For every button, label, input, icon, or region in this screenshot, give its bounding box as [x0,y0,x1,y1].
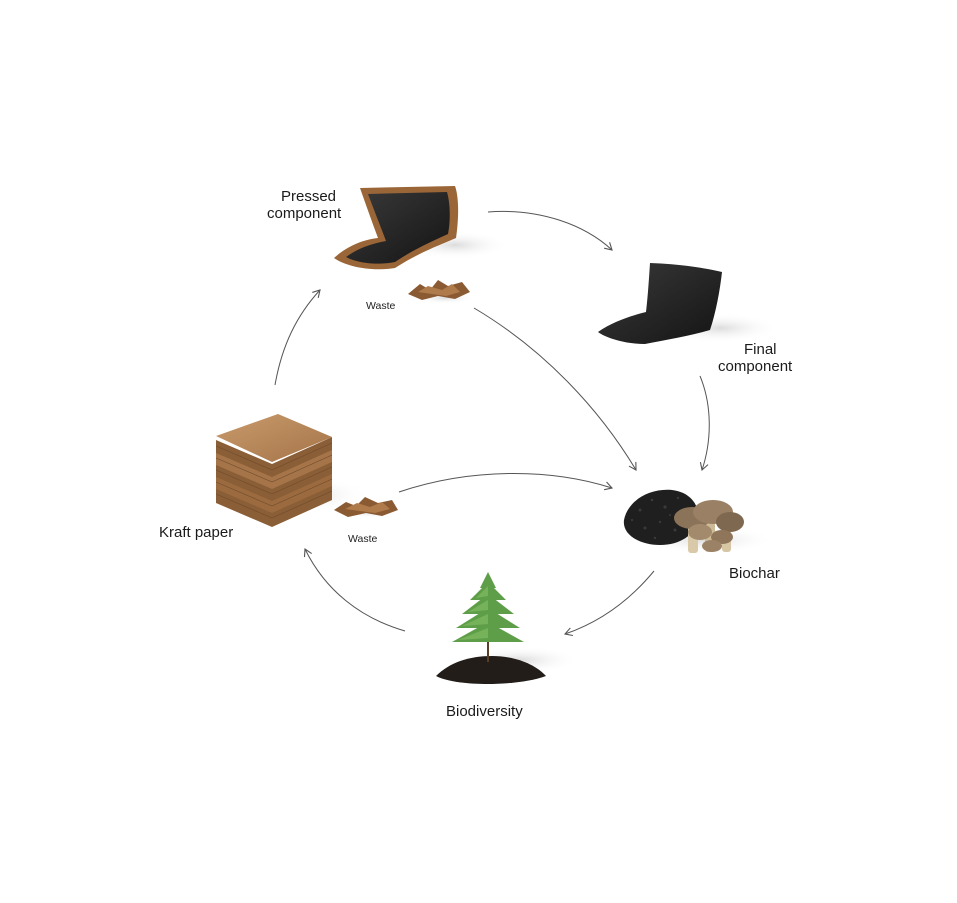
waste-left-image [334,497,400,518]
arrow-pressed-to-final [487,210,613,251]
pressed-component-line2: component [267,205,342,222]
cycle-arrows [274,210,710,637]
pressed-component-label: Pressed component [267,188,371,222]
pressed-component-image [334,186,510,270]
arrow-biodiversity-to-kraft [303,548,406,632]
biochar-label: Biochar [729,565,780,582]
arrow-biochar-to-biodiversity [563,570,655,637]
arrow-waste-left-to-biochar [398,472,614,493]
waste-top-image [408,280,475,304]
arrow-final-to-biochar [699,375,710,472]
kraft-paper-label: Kraft paper [159,524,234,541]
biochar-image [623,489,775,554]
kraft-paper-image [215,414,370,527]
final-component-line2: component [718,358,793,375]
biodiversity-image [436,572,580,684]
final-component-label: Final component [718,341,818,375]
waste-left-label: Waste [348,533,378,545]
arrow-kraft-to-pressed [274,289,321,386]
final-component-image [598,263,780,344]
biodiversity-label: Biodiversity [446,703,523,720]
pressed-component-line1: Pressed [281,188,337,205]
waste-top-label: Waste [366,300,396,312]
arrow-waste-to-biochar [473,307,637,471]
final-component-line1: Final [744,341,777,358]
